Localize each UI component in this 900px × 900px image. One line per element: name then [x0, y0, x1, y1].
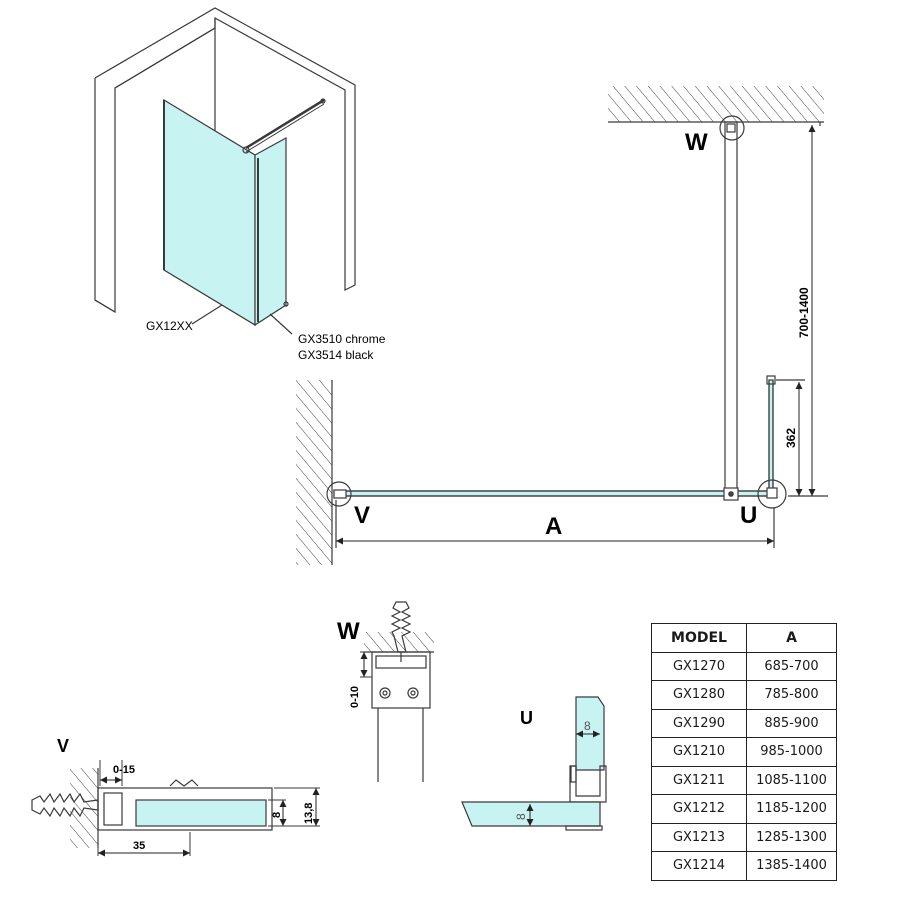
detail-v-gap-text: 0-15: [113, 764, 135, 776]
table-cell-model: GX1280: [651, 680, 747, 710]
detail-v-8-text: 8: [271, 812, 283, 818]
dim-362-text: 362: [784, 428, 798, 448]
part-label-bar-chrome: GX3510 chrome: [298, 332, 386, 346]
detail-w: [360, 601, 434, 782]
part-label-glass: GX12XX: [146, 319, 193, 333]
table-cell-a: 985-1000: [746, 737, 837, 767]
plan-view: [296, 86, 828, 565]
dim-height-text: 700-1400: [797, 287, 811, 338]
table-cell-a: 885-900: [746, 708, 837, 738]
table-cell-a: 1285-1300: [746, 822, 837, 852]
table-cell-model: GX1210: [651, 737, 747, 767]
isometric-view: [94, 7, 356, 335]
table-header-model: MODEL: [651, 623, 747, 653]
detail-w-dim-text: 0-10: [349, 686, 361, 708]
plan-label-w: W: [685, 129, 708, 156]
detail-u: [461, 696, 607, 831]
table-cell-a: 1085-1100: [746, 765, 837, 795]
detail-u-8b-text: 8: [514, 813, 528, 820]
table-header-row: MODEL A: [651, 623, 837, 653]
table-cell-model: GX1212: [651, 794, 747, 824]
plan-label-a: A: [545, 513, 562, 540]
detail-u-8a-text: 8: [584, 719, 591, 733]
detail-v: [31, 760, 320, 856]
detail-v-35-text: 35: [133, 840, 145, 852]
detail-w-label: W: [337, 618, 360, 645]
plan-label-v: V: [354, 502, 370, 529]
table-cell-a: 1185-1200: [746, 794, 837, 824]
table-cell-model: GX1270: [651, 651, 747, 681]
detail-v-138-text: 13,8: [303, 803, 315, 824]
detail-v-label: V: [57, 736, 69, 756]
table-cell-a: 685-700: [746, 651, 837, 681]
table-header-a: A: [746, 623, 837, 653]
table-cell-model: GX1214: [651, 851, 747, 881]
table-cell-model: GX1290: [651, 708, 747, 738]
table-cell-model: GX1213: [651, 822, 747, 852]
part-label-bar-black: GX3514 black: [298, 348, 374, 362]
table-cell-a: 785-800: [746, 680, 837, 710]
table-cell-model: GX1211: [651, 765, 747, 795]
detail-u-label: U: [520, 708, 533, 728]
plan-label-u: U: [740, 502, 757, 529]
table-cell-a: 1385-1400: [746, 851, 837, 881]
